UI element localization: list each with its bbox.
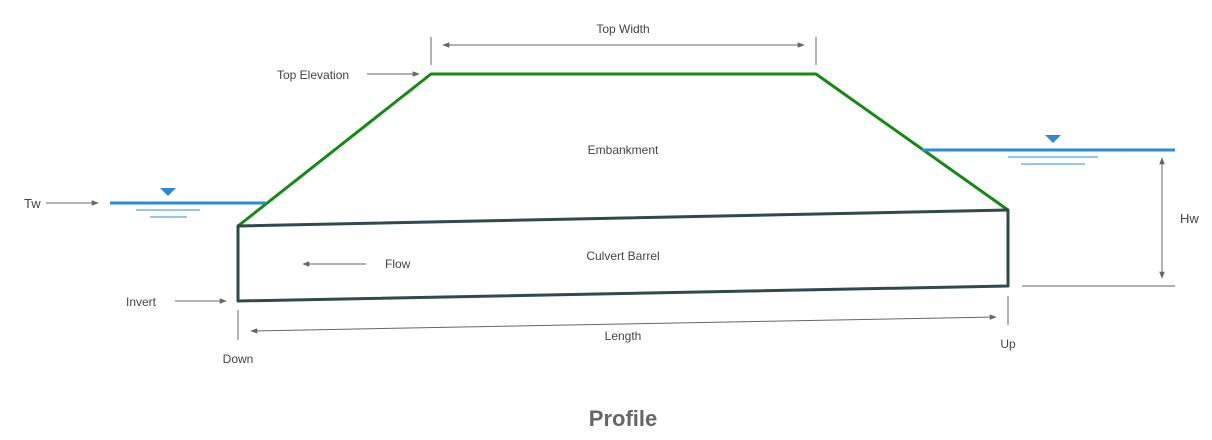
invert-label: Invert [126,295,157,309]
diagram-title: Profile [589,406,657,431]
tailwater-marker-icon [160,188,176,196]
down-label: Down [223,352,254,366]
top-elevation-label: Top Elevation [277,68,349,82]
embankment-outline [237,72,1009,228]
up-label: Up [1000,337,1016,351]
length-arrow [250,314,997,334]
top-width-label: Top Width [596,22,649,36]
headwater-marker-icon [1045,135,1061,143]
hw-label: Hw [1180,211,1199,226]
flow-label: Flow [385,257,411,271]
embankment-label: Embankment [588,143,659,157]
culvert-barrel-label: Culvert Barrel [586,249,659,263]
culvert-barrel-outline [236,208,1010,303]
tw-label: Tw [24,196,41,211]
length-label: Length [605,329,642,343]
